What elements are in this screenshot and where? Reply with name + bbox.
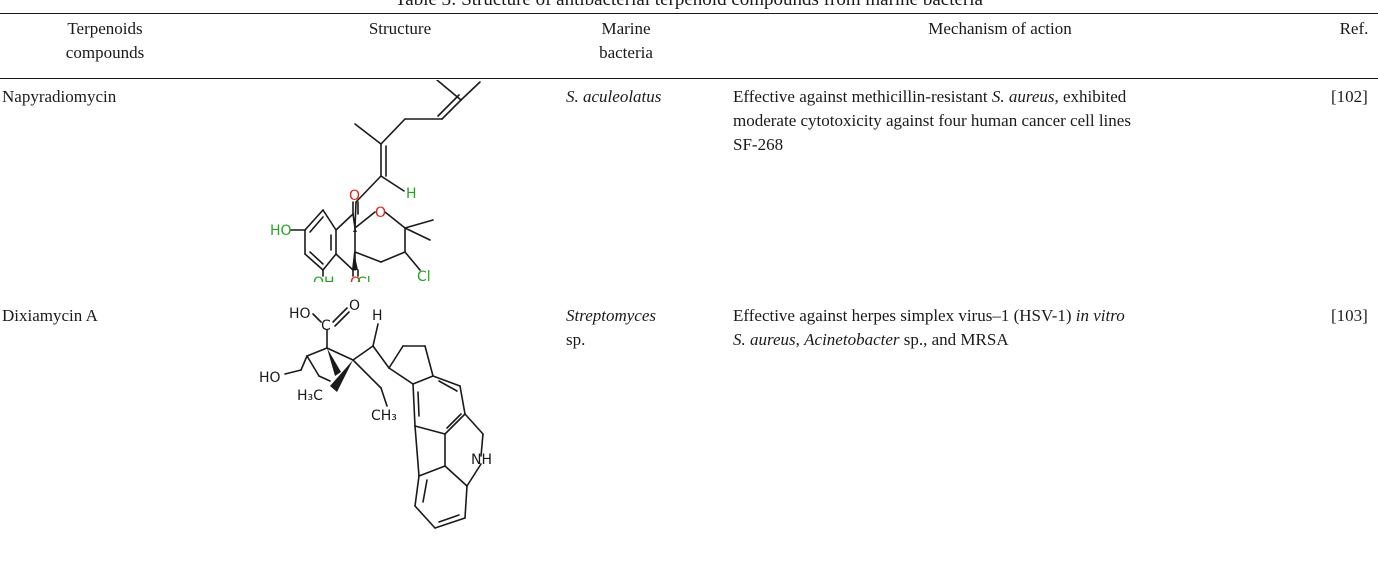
header-mechanism: Mechanism of action — [928, 19, 1072, 38]
header-bottom-rule — [0, 78, 1378, 79]
row2-mech-saureus: S. aureus — [733, 330, 796, 349]
label-hydroxyl-bottom: OH — [313, 275, 335, 282]
row2-mechanism-line2: S. aureus, Acinetobacter sp., and MRSA — [733, 328, 1293, 352]
row2-mech-sep: , — [795, 330, 805, 349]
label-methyl-left: H₃C — [297, 388, 323, 404]
label-oxygen: O — [349, 298, 360, 314]
row1-ref: [102] — [1331, 87, 1368, 106]
label-hydroxyl-left: HO — [259, 370, 281, 386]
header-compounds: Terpenoids compounds — [0, 17, 210, 65]
table-top-rule — [0, 13, 1378, 14]
label-methyl-right: CH₃ — [371, 408, 397, 424]
label-carbon: C — [321, 318, 331, 334]
napyradiomycin-structure: O O O HO OH H Cl Cl — [265, 80, 495, 282]
header-bacteria: Marine bacteria — [556, 17, 696, 65]
label-oxygen-bottom: O — [350, 275, 361, 282]
row1-mech-text-end: , exhibited — [1054, 87, 1127, 106]
row1-mechanism-line2: moderate cytotoxicity against four human… — [733, 111, 1131, 130]
row2-mech-end: sp., and MRSA — [899, 330, 1009, 349]
header-bacteria-line2: bacteria — [599, 43, 653, 62]
dixiamycin-a-structure: HO C O H HO H₃C CH₃ NH — [255, 296, 505, 563]
row2-mechanism: Effective against herpes simplex virus–1… — [733, 304, 1293, 352]
row1-mech-species: S. aureus — [991, 87, 1055, 106]
row1-mechanism: Effective against methicillin-resistant … — [733, 85, 1293, 157]
row1-mechanism-line3: SF-268 — [733, 135, 784, 154]
label-chlorine-bottom: Cl — [357, 275, 371, 282]
header-bacteria-line1: Marine — [601, 19, 651, 38]
header-compounds-line2: compounds — [65, 43, 145, 62]
header-compounds-line1: Terpenoids — [67, 19, 143, 38]
row2-mech-text: Effective against herpes simplex virus–1… — [733, 306, 1076, 325]
row2-bacteria: Streptomyces sp. — [566, 304, 656, 352]
header-ref: Ref. — [1339, 19, 1369, 38]
row1-bacteria: S. aculeolatus — [566, 87, 662, 106]
row1-compound: Napyradiomycin — [2, 87, 117, 106]
row2-compound: Dixiamycin A — [2, 306, 98, 325]
table-caption: Table 3: Structure of antibacterial terp… — [0, 0, 1378, 12]
label-hydrogen: H — [372, 308, 383, 324]
label-chlorine-ring: Cl — [417, 269, 431, 282]
header-structure: Structure — [368, 19, 432, 38]
dixiamycin-a-structure-drawing: HO C O H HO H₃C CH₃ NH — [259, 298, 492, 529]
row2-mechanism-line1: Effective against herpes simplex virus–1… — [733, 304, 1293, 328]
label-oxygen-top: O — [349, 188, 360, 204]
row2-ref: [103] — [1331, 306, 1368, 325]
row2-bacteria-sp: sp. — [566, 330, 586, 349]
label-hydrogen: H — [406, 186, 417, 202]
row1-mechanism-line1: Effective against methicillin-resistant … — [733, 85, 1293, 109]
row2-mech-invitro: in vitro — [1075, 306, 1125, 325]
napyradiomycin-structure-drawing: O O O HO OH H Cl Cl — [270, 80, 481, 282]
label-oxygen-ring: O — [375, 205, 386, 221]
row2-mech-acinetobacter: Acinetobacter — [804, 330, 900, 349]
label-hydroxyl-left: HO — [270, 223, 292, 239]
label-amine: NH — [471, 452, 492, 468]
label-hydroxyl-acid: HO — [289, 306, 311, 322]
row2-bacteria-genus: Streptomyces — [566, 306, 657, 325]
row1-mech-text: Effective against methicillin-resistant — [733, 87, 992, 106]
